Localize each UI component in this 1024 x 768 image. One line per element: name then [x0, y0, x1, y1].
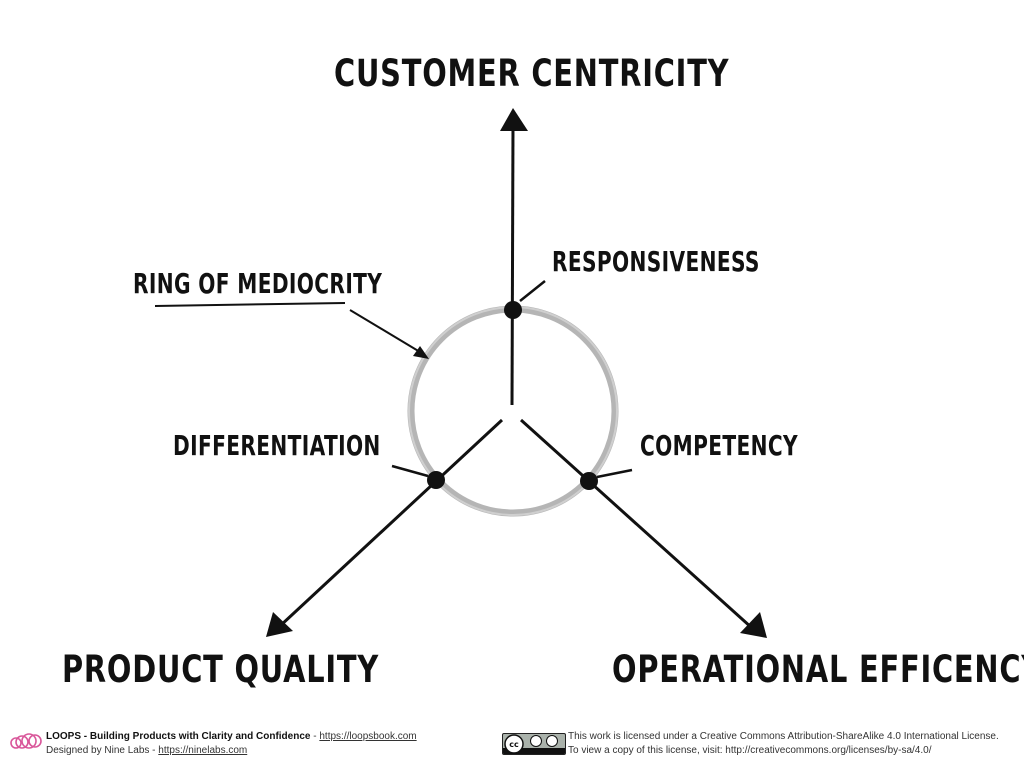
node-responsiveness: [504, 301, 522, 319]
footer-designer-prefix: Designed by Nine Labs -: [46, 745, 159, 756]
label-responsiveness: RESPONSIVENESS: [552, 245, 760, 278]
arrowhead-up-icon: [500, 108, 528, 131]
footer-book-title: LOOPS - Building Products with Clarity a…: [46, 731, 311, 742]
node-differentiation: [427, 471, 445, 489]
footer-separator: -: [310, 731, 320, 742]
designer-link[interactable]: https://ninelabs.com: [158, 745, 248, 756]
license-line-1: This work is licensed under a Creative C…: [568, 731, 999, 742]
footer-license: This work is licensed under a Creative C…: [568, 730, 999, 758]
arrowhead-ring-pointer-icon: [413, 346, 429, 359]
axis-operational-efficiency: [519, 418, 754, 630]
arrowhead-down-left-icon: [266, 612, 293, 637]
footer-designer-line: Designed by Nine Labs - https://ninelabs…: [46, 744, 417, 758]
pointer-differentiation: [391, 464, 429, 478]
book-link[interactable]: https://loopsbook.com: [319, 731, 417, 742]
footer-credits: LOOPS - Building Products with Clarity a…: [46, 730, 417, 758]
label-product-quality: PRODUCT QUALITY: [62, 648, 380, 691]
label-differentiation: DIFFERENTIATION: [173, 429, 381, 462]
license-line-2: To view a copy of this license, visit: h…: [568, 745, 932, 756]
footer-book-line: LOOPS - Building Products with Clarity a…: [46, 730, 417, 744]
label-ring-of-mediocrity: RING OF MEDIOCRITY: [133, 267, 383, 300]
node-competency: [580, 472, 598, 490]
label-customer-centricity: CUSTOMER CENTRICITY: [334, 52, 730, 95]
pointer-ring-of-mediocrity: [349, 309, 421, 353]
arrowhead-down-right-icon: [740, 612, 767, 638]
pointer-competency: [596, 468, 633, 479]
label-operational-efficiency: OPERATIONAL EFFICENCY: [612, 648, 1024, 691]
label-competency: COMPETENCY: [640, 429, 798, 462]
axis-product-quality: [278, 418, 504, 628]
pointer-responsiveness: [519, 280, 546, 302]
ring-label-underline: [154, 302, 346, 307]
cc-by-sa-badge-icon[interactable]: cc: [502, 733, 566, 755]
axis-customer-centricity: [510, 124, 515, 406]
svg-text:cc: cc: [509, 740, 519, 749]
loops-logo-icon: [10, 733, 42, 749]
